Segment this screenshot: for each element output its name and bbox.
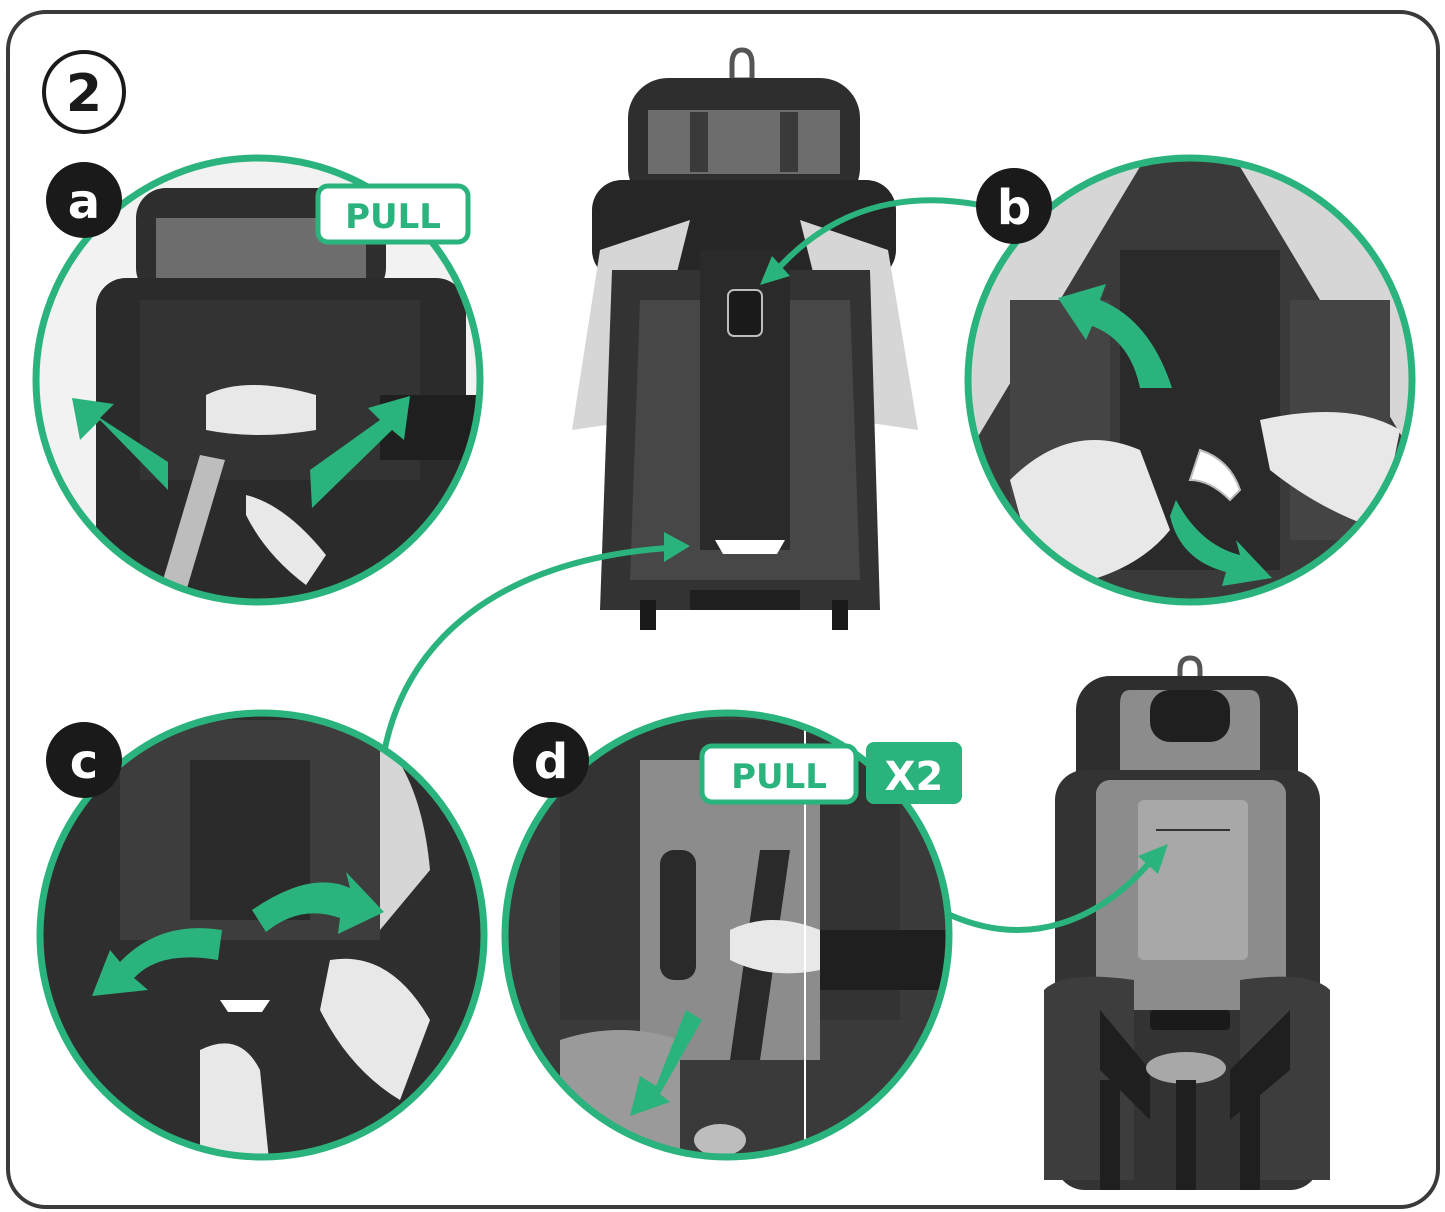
panel-c: c [36, 709, 488, 1161]
curved-arrow-icon [92, 928, 222, 996]
connector-arrowhead-d [1138, 844, 1168, 874]
step-number-badge: 2 [42, 50, 126, 134]
pull-label: PULL [345, 197, 441, 237]
step-number: 2 [66, 64, 102, 124]
connector-line-b [772, 197, 981, 274]
curved-arrow-icon [1058, 284, 1172, 388]
multiplier-label: X2 [885, 754, 944, 800]
panel-letter: b [997, 180, 1031, 236]
curved-arrow-icon [630, 1010, 702, 1116]
multiplier-tag: X2 [866, 742, 962, 804]
pull-tag: PULL [699, 743, 859, 805]
curved-arrow-icon [252, 872, 384, 934]
panel-letter: d [534, 734, 568, 790]
panel-b-badge: b [976, 168, 1052, 244]
panel-d-badge: d [513, 722, 589, 798]
curved-arrow-icon [310, 396, 410, 508]
connector-arrowhead-b [760, 256, 790, 285]
panel-c-badge: c [46, 722, 122, 798]
panel-b: b [964, 154, 1416, 606]
center-seat-rear-view [572, 47, 918, 630]
pull-tag: PULL [315, 183, 471, 245]
curved-arrow-icon [72, 398, 168, 490]
bottom-right-seat-front-view [1044, 655, 1330, 1190]
pull-label: PULL [731, 757, 827, 797]
panel-letter: a [68, 174, 100, 230]
connector-line-d [948, 860, 1153, 933]
connector-arrowhead-c [664, 532, 690, 562]
panel-a-badge: a [46, 162, 122, 238]
connector-line-c [379, 545, 669, 766]
curved-arrow-icon [1170, 500, 1272, 586]
panel-a: a PULL [32, 154, 484, 606]
panel-letter: c [70, 734, 98, 790]
